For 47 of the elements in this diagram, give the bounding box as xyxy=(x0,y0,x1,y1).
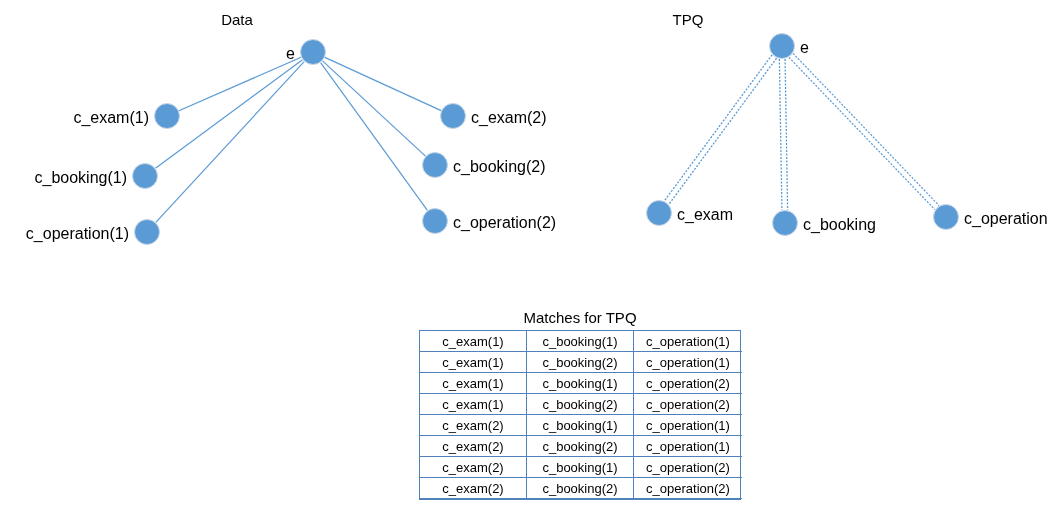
table-title: Matches for TPQ xyxy=(523,309,637,326)
node-label: c_exam xyxy=(677,204,734,223)
table-cell: c_operation(2) xyxy=(634,457,742,478)
double-dotted-line xyxy=(663,54,778,205)
table-cell: c_operation(1) xyxy=(634,436,742,457)
table-cell: c_exam(2) xyxy=(420,457,527,478)
node-label: e xyxy=(286,43,295,62)
table-cell: c_exam(2) xyxy=(420,478,527,499)
diagram-heading: Data xyxy=(221,11,253,28)
table-cell: c_exam(1) xyxy=(420,352,527,373)
table-cell: c_booking(1) xyxy=(527,331,634,352)
node-label: c_operation(1) xyxy=(25,223,129,242)
connector-line xyxy=(324,56,442,112)
connector-line xyxy=(178,56,302,112)
table-cell: c_exam(1) xyxy=(420,394,527,415)
node-label: c_exam(1) xyxy=(73,107,149,126)
node-label: c_booking(1) xyxy=(34,167,127,186)
connector-line xyxy=(155,60,305,224)
table-cell: c_operation(1) xyxy=(634,415,742,436)
table-cell: c_booking(1) xyxy=(527,415,634,436)
connector-line xyxy=(321,60,427,157)
node-label: c_booking xyxy=(803,214,876,233)
double-dotted-line xyxy=(788,52,940,211)
table-cell: c_operation(1) xyxy=(634,352,742,373)
node-label: c_operation(2) xyxy=(453,212,557,231)
table-cell: c_operation(2) xyxy=(634,373,742,394)
table-cell: c_exam(1) xyxy=(420,331,527,352)
table-cell: c_booking(1) xyxy=(527,373,634,394)
node-label: e xyxy=(800,37,809,56)
diagram-heading: TPQ xyxy=(672,11,704,28)
table-cell: c_exam(2) xyxy=(420,436,527,457)
node-label: c_exam(2) xyxy=(471,107,547,126)
table-cell: c_booking(2) xyxy=(527,394,634,415)
table-cell: c_operation(2) xyxy=(634,478,742,499)
table-cell: c_exam(1) xyxy=(420,373,527,394)
table-cell: c_booking(2) xyxy=(527,352,634,373)
double-dotted-line xyxy=(778,58,789,211)
table-cell: c_exam(2) xyxy=(420,415,527,436)
table-cell: c_operation(1) xyxy=(634,331,742,352)
connector-line xyxy=(154,59,304,169)
table-cell: c_operation(2) xyxy=(634,394,742,415)
node-label: c_booking(2) xyxy=(453,156,546,175)
table-cell: c_booking(2) xyxy=(527,436,634,457)
table-cell: c_booking(1) xyxy=(527,457,634,478)
connector-line xyxy=(320,61,428,212)
table-cell: c_booking(2) xyxy=(527,478,634,499)
node-label: c_operation xyxy=(964,208,1048,227)
